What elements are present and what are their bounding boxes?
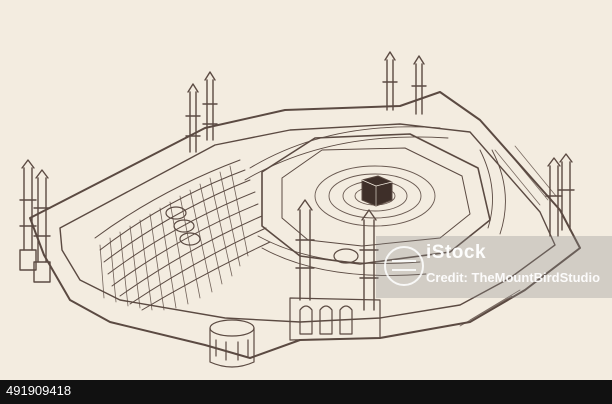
minaret-top-2	[411, 55, 427, 115]
roof-rows	[94, 159, 271, 311]
minaret-left-2	[33, 169, 51, 283]
domes	[165, 206, 359, 264]
stock-id: 491909418	[6, 383, 72, 398]
kaaba-icon	[361, 175, 393, 207]
minaret-right-2	[557, 153, 575, 231]
minaret-front-2	[359, 209, 379, 311]
istock-logo-icon	[384, 246, 424, 286]
minaret-left-1	[19, 159, 37, 271]
minaret-mid-1	[185, 83, 201, 153]
round-tower	[209, 319, 255, 368]
minarets	[19, 51, 575, 311]
courtyard-inner	[281, 147, 471, 247]
istock-watermark: iStock Credit: TheMountBirdStudio	[376, 236, 612, 298]
watermark-credit: Credit: TheMountBirdStudio	[426, 270, 601, 285]
right-hatching	[459, 145, 557, 327]
minaret-top-1	[382, 51, 398, 111]
stock-id-strip: 491909418	[0, 380, 612, 404]
inner-wall	[59, 123, 556, 323]
front-gate	[289, 297, 381, 341]
roof-hatching	[99, 165, 249, 311]
minaret-mid-2	[202, 71, 218, 141]
courtyard	[261, 133, 491, 265]
watermark-brand: iStock	[426, 242, 487, 263]
outer-wall	[29, 91, 581, 359]
minaret-front-1	[295, 199, 315, 301]
minaret-right-1	[545, 157, 563, 237]
